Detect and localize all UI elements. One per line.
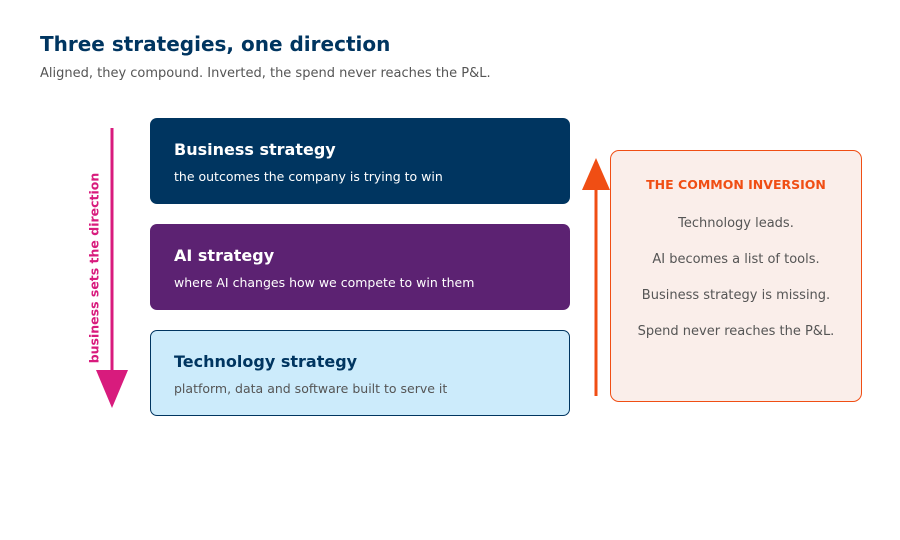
inversion-line: Technology leads. [678,216,794,231]
inversion-line: Business strategy is missing. [641,288,831,303]
inversion-line: AI becomes a list of tools. [652,252,820,267]
inversion-line: Spend never reaches the P&L. [637,324,835,339]
page-title: Three strategies, one direction [40,32,391,56]
business-strategy-box: Business strategy the outcomes the compa… [150,118,570,204]
ai-strategy-title: AI strategy [174,246,275,265]
technology-strategy-description: platform, data and software built to ser… [174,381,448,396]
common-inversion-panel: THE COMMON INVERSION Technology leads. A… [610,150,862,402]
ai-strategy-description: where AI changes how we compete to win t… [174,275,475,290]
technology-strategy-box: Technology strategy platform, data and s… [150,330,570,416]
upward-inversion-arrow [582,158,610,396]
technology-strategy-title: Technology strategy [174,352,358,371]
direction-label: business sets the direction [86,172,102,364]
ai-strategy-box: AI strategy where AI changes how we comp… [150,224,570,310]
downward-direction-arrow [96,128,128,408]
inversion-heading: THE COMMON INVERSION [646,177,826,192]
page-subtitle: Aligned, they compound. Inverted, the sp… [40,66,491,81]
business-strategy-title: Business strategy [174,140,336,159]
business-strategy-description: the outcomes the company is trying to wi… [174,169,443,184]
